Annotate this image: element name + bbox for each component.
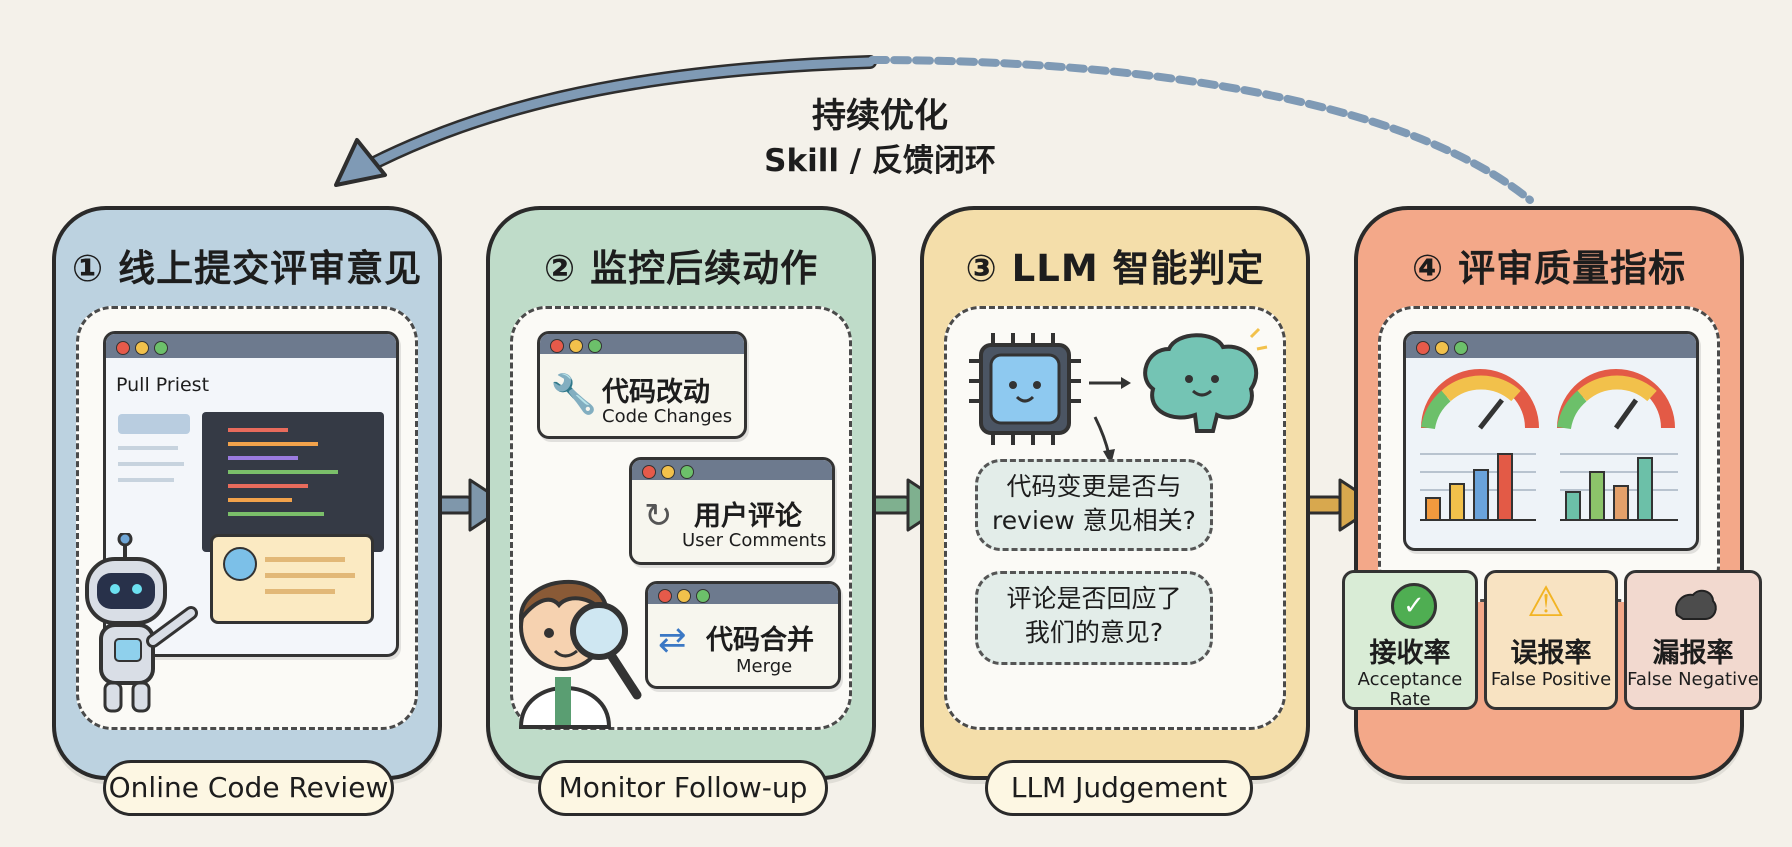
stage-content (1378, 306, 1720, 602)
loop-title: 持续优化 (812, 96, 948, 136)
question-bubble-2: 评论是否回应了 我们的意见? (975, 571, 1213, 665)
chip-icon (969, 333, 1081, 445)
review-comment-card (210, 534, 374, 624)
stage-title: ③ LLM 智能判定 (965, 247, 1265, 290)
question-bubble-1: 代码变更是否与 review 意见相关? (975, 459, 1213, 551)
rock-icon (1675, 589, 1717, 620)
metric-acceptance-rate: ✓ 接收率 Acceptance Rate (1342, 570, 1478, 710)
stage-content: 代码变更是否与 review 意见相关? 评论是否回应了 我们的意见? (944, 306, 1286, 730)
stage-label-llm-judgement: LLM Judgement (985, 760, 1253, 816)
robot-mascot-icon (85, 533, 198, 713)
card-code-changes: 🔧 代码改动 Code Changes (537, 331, 747, 439)
gauge-right-icon (1557, 369, 1675, 430)
stage-label-monitor: Monitor Follow-up (538, 760, 828, 816)
stage-content: Pull Priest (76, 306, 418, 730)
dashboard-gauges-charts (1420, 369, 1678, 521)
brain-icon (1143, 327, 1268, 433)
stage-title: ① 线上提交评审意见 (71, 247, 423, 290)
stage-monitor: ② 监控后续动作 🔧 代码改动 Code Changes ↻ 用户评论 User… (486, 206, 876, 780)
loop-subtitle: Skill / 反馈闭环 (764, 143, 996, 179)
stage-title: ④ 评审质量指标 (1411, 247, 1687, 290)
pull-request-window: Pull Priest (103, 331, 399, 657)
metric-false-positive: ⚠ 误报率 False Positive (1484, 570, 1618, 710)
check-icon: ✓ (1391, 583, 1437, 629)
swap-arrows-icon: ⇄ (658, 620, 687, 660)
refresh-icon: ↻ (644, 496, 673, 536)
metric-false-negative: 漏报率 False Negative (1624, 570, 1762, 710)
scientist-magnifier-icon (518, 580, 642, 729)
card-merge: ⇄ 代码合并 Merge (645, 581, 841, 689)
process-arrows-icon (1089, 377, 1131, 465)
wrench-icon: 🔧 (550, 372, 598, 416)
pr-title: Pull Priest (116, 374, 210, 396)
stage-title: ② 监控后续动作 (543, 247, 819, 290)
avatar-icon (223, 547, 257, 581)
dashboard-window (1403, 331, 1699, 551)
stage-content: 🔧 代码改动 Code Changes ↻ 用户评论 User Comments… (510, 306, 852, 730)
card-user-comments: ↻ 用户评论 User Comments (629, 457, 835, 565)
stage-quality-metrics: ④ 评审质量指标 (1354, 206, 1744, 780)
stage-label-online-review: Online Code Review (103, 760, 394, 816)
warning-icon: ⚠ (1527, 577, 1565, 626)
code-editor (202, 412, 384, 552)
gauge-left-icon (1421, 369, 1539, 430)
stage-llm-judgement: ③ LLM 智能判定 代码变更是否与 review 意见相关 (920, 206, 1310, 780)
stage-online-review: ① 线上提交评审意见 Pull Priest (52, 206, 442, 780)
